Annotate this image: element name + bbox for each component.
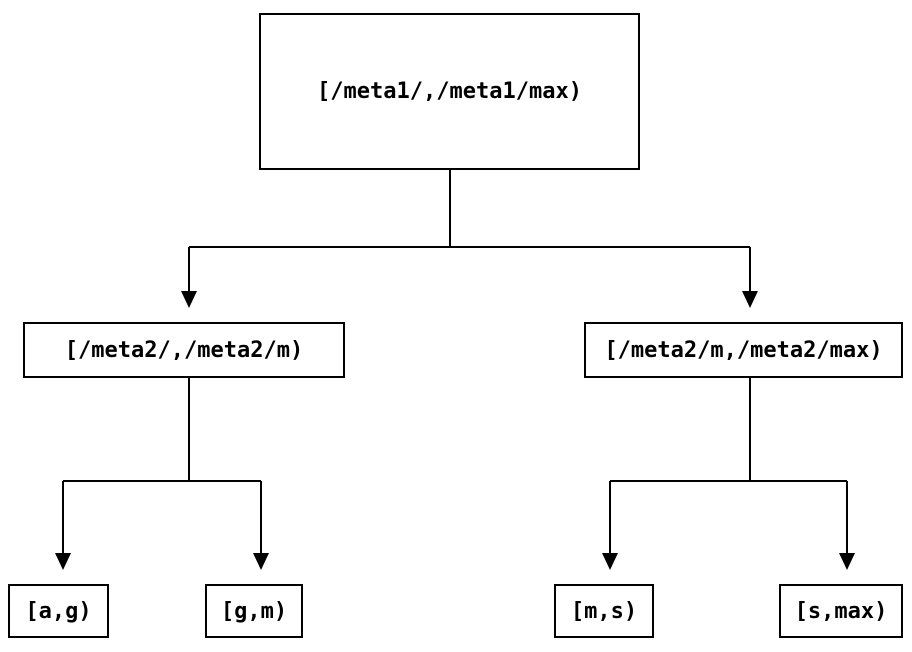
- edge-root-to-children: [188, 170, 751, 291]
- arrowhead-icon: [181, 291, 197, 308]
- arrowhead-icon: [742, 291, 758, 308]
- node-right-child: [/meta2/m,/meta2/max): [584, 322, 903, 378]
- node-leaf-smax: [s,max): [779, 584, 903, 638]
- arrowhead-icon: [253, 553, 269, 570]
- arrowhead-icon: [602, 553, 618, 570]
- node-leaf-ag: [a,g): [8, 584, 109, 638]
- edge-left-to-leaves: [62, 378, 262, 553]
- arrowhead-icon: [55, 553, 71, 570]
- edge-right-to-leaves: [609, 378, 848, 553]
- node-root: [/meta1/,/meta1/max): [259, 13, 640, 170]
- node-leaf-ms: [m,s): [554, 584, 654, 638]
- arrowhead-icon: [839, 553, 855, 570]
- node-leaf-gm: [g,m): [205, 584, 303, 638]
- node-left-child: [/meta2/,/meta2/m): [23, 322, 345, 378]
